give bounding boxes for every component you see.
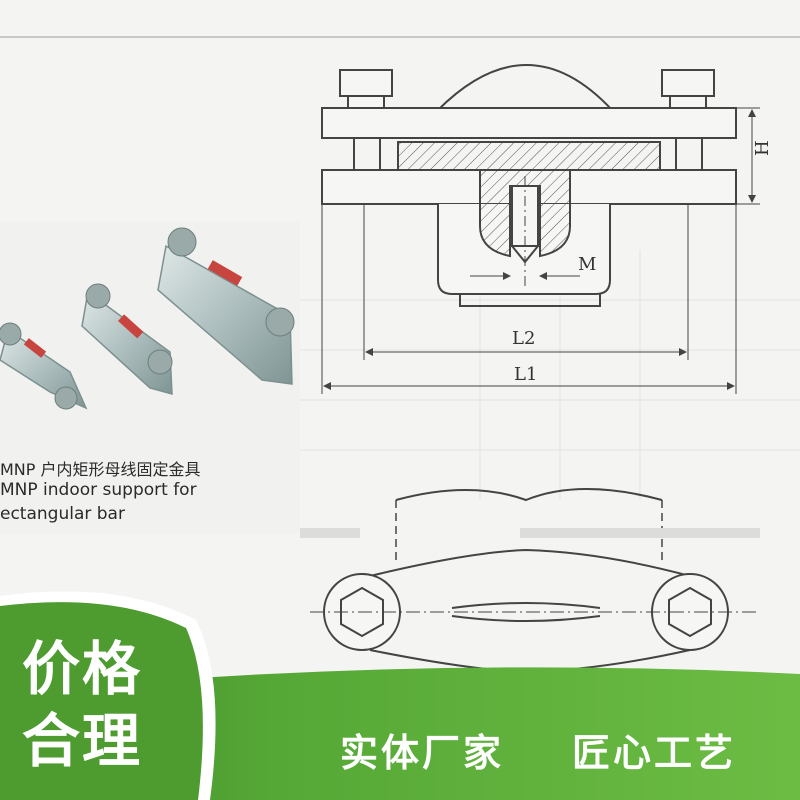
product-caption-cn: MNP 户内矩形母线固定金具	[0, 460, 201, 479]
slogan-factory: 实体厂家	[340, 731, 505, 775]
clamp-front-view	[321, 64, 760, 394]
dim-m-label: M	[578, 254, 596, 275]
dim-h-label: H	[752, 140, 773, 156]
dim-l1-label: L1	[514, 364, 537, 385]
product-photo	[0, 227, 295, 410]
clamp-plan-view	[310, 488, 760, 674]
dim-l2-label: L2	[512, 328, 535, 349]
badge-line1: 价格	[22, 635, 143, 703]
watermark-marks	[300, 528, 760, 538]
slogan-craft: 匠心工艺	[572, 731, 737, 775]
top-divider	[0, 36, 800, 38]
product-caption-en-line1: MNP indoor support for	[0, 480, 197, 500]
product-caption-en-line2: ectangular bar	[0, 504, 125, 524]
badge-line2: 合理	[22, 707, 143, 775]
